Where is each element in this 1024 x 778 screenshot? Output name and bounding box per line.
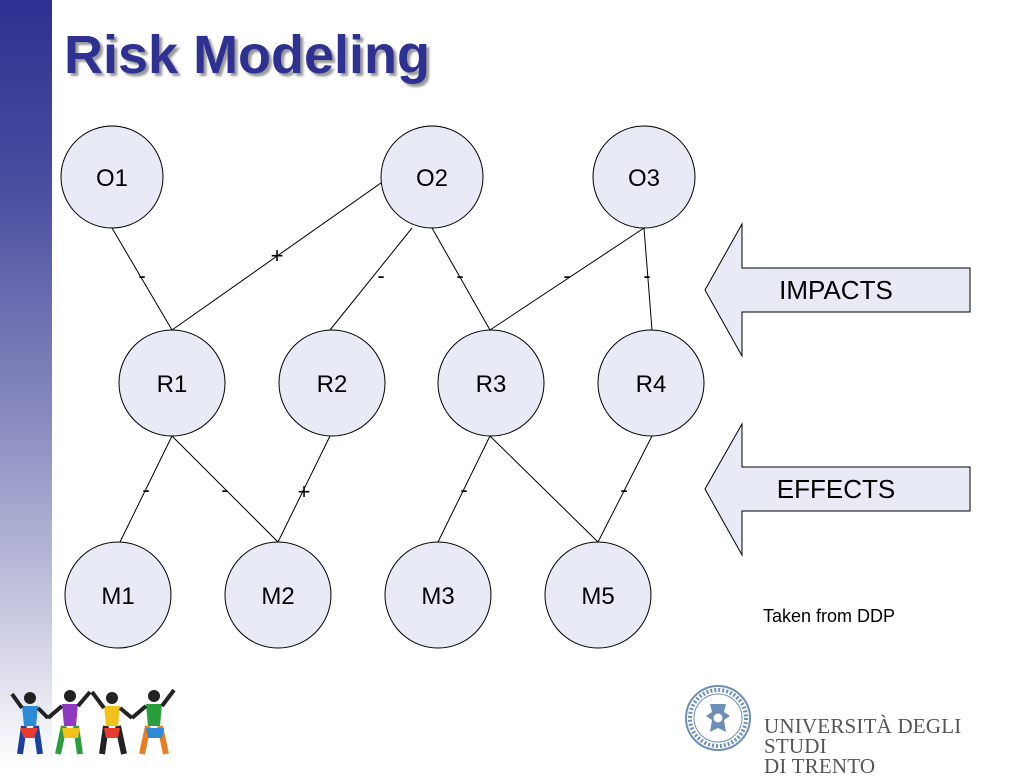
node-r1-label: R1: [157, 371, 188, 398]
slide-title: Risk Modeling: [64, 25, 431, 85]
sign-o1-r1: -: [138, 263, 145, 288]
university-name: UNIVERSITÀ DEGLI STUDI DI TRENTO: [764, 714, 1024, 778]
sign-r2-m2: +: [298, 479, 311, 504]
node-m3-label: M3: [421, 583, 454, 610]
university-seal-icon: [685, 685, 751, 751]
node-r4-label: R4: [636, 371, 667, 398]
edge-r4-m5: [597, 435, 653, 543]
edge-r2-m2: [277, 435, 331, 543]
node-r2: R2: [278, 329, 386, 437]
sign-r1-m1: -: [142, 477, 149, 502]
node-r4: R4: [597, 329, 705, 437]
node-r3-label: R3: [476, 371, 507, 398]
sign-o2-r3: -: [456, 263, 463, 288]
node-m1-label: M1: [101, 583, 134, 610]
node-m5: M5: [544, 541, 652, 649]
effects-arrow: EFFECTS: [704, 422, 971, 557]
sign-r4-m5: -: [620, 477, 627, 502]
node-o3-label: O3: [628, 165, 660, 192]
edge-o2-r2: [329, 227, 413, 331]
university-name-line1: UNIVERSITÀ DEGLI STUDI: [764, 714, 962, 758]
node-r1: R1: [118, 329, 226, 437]
node-r2-label: R2: [317, 371, 348, 398]
node-o3: O3: [592, 125, 696, 229]
edge-o3-r3: [489, 227, 645, 331]
sign-o3-r3: -: [563, 263, 570, 288]
node-m2-label: M2: [261, 583, 294, 610]
node-r3: R3: [437, 329, 545, 437]
source-note: Taken from DDP: [763, 606, 896, 626]
university-name-line2: DI TRENTO: [764, 754, 876, 778]
node-o2: O2: [380, 125, 484, 229]
node-m3: M3: [384, 541, 492, 649]
edge-o2-r1: [171, 177, 389, 331]
node-o1: O1: [60, 125, 164, 229]
edge-o3-r4: [643, 227, 653, 331]
edge-r1-m1: [119, 435, 173, 543]
impacts-arrow: IMPACTS: [704, 222, 971, 358]
edge-o1-r1: [111, 227, 173, 331]
node-o2-label: O2: [416, 165, 448, 192]
node-o1-label: O1: [96, 165, 128, 192]
dancing-people-illustration: [10, 688, 176, 755]
sign-r3-m3: -: [460, 477, 467, 502]
edge-r3-m3: [437, 435, 491, 543]
sign-o2-r1: +: [271, 243, 284, 268]
sign-r1-m2: -: [221, 477, 228, 502]
edge-o2-r3: [431, 227, 491, 331]
sign-o2-r2: -: [377, 263, 384, 288]
node-m2: M2: [224, 541, 332, 649]
side-gradient-band: [0, 0, 52, 768]
edge-r3-m5: [489, 435, 599, 543]
sign-o3-r4: -: [643, 263, 650, 288]
impacts-arrow-label: IMPACTS: [779, 275, 893, 305]
node-m5-label: M5: [581, 583, 614, 610]
edge-r1-m2: [171, 435, 279, 543]
node-m1: M1: [64, 541, 172, 649]
effects-arrow-label: EFFECTS: [777, 474, 895, 504]
